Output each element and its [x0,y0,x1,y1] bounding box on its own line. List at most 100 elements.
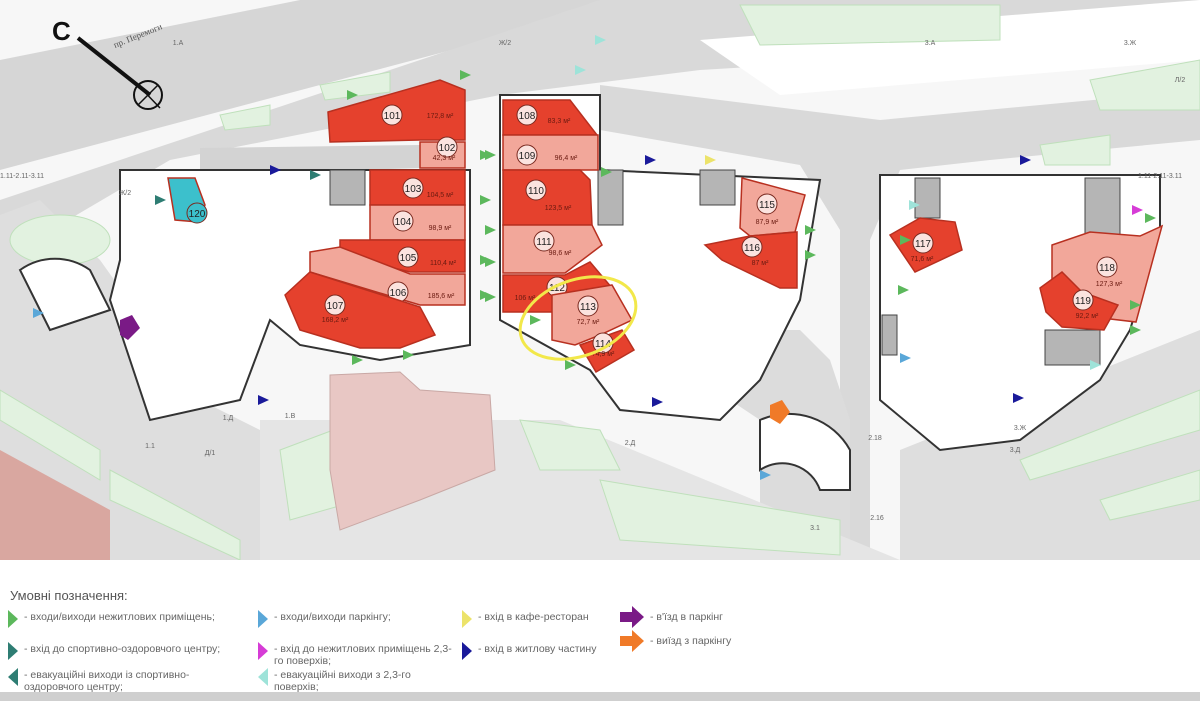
unit-101[interactable]: 101 172,8 м² [327,79,466,143]
unit-number: 101 [384,111,401,122]
legend-arrow-icon [258,642,268,660]
axis-label: 3.Ж [1014,425,1027,432]
unit-area: 172,8 м² [427,113,454,120]
legend-label: - вхід до спортивно-оздоровчого центру; [24,643,221,655]
axis-label: Ж/2 [119,190,131,197]
legend-title: Умовні позначення: [10,588,128,603]
unit-106[interactable]: 106 185,6 м² [309,246,466,306]
entrance-arrow-icon [1130,325,1141,335]
unit-number: 104 [395,217,412,228]
entrance-arrow-icon [760,470,771,480]
unit-area: 98,9 м² [429,225,452,232]
unit-number: 120 [189,209,206,220]
legend-arrow-icon [620,630,644,652]
entrance-arrow-icon [480,195,491,205]
compass-icon [133,80,163,110]
entrance-arrow-icon [1130,300,1141,310]
legend-item-upper-evac: - евакуаційні виходи з 2,3-го поверхів; [258,668,458,693]
unit-area: 185,6 м² [428,293,455,300]
entrance-arrow-icon [485,292,496,302]
unit-shape[interactable] [284,271,437,349]
unit-number-badge [912,232,934,254]
unit-area: ?4,9 м² [592,351,615,358]
entrance-arrow-icon [645,155,656,165]
entrance-arrow-icon [352,355,363,365]
legend-item-sport-entry: - вхід до спортивно-оздоровчого центру; [8,642,238,660]
axis-label: 1.В [285,413,296,420]
parking-exit-arrow-icon [770,400,790,424]
axis-label: 1.Д [223,415,234,422]
entrance-arrow-icon [900,235,911,245]
unit-104[interactable]: 104 98,9 м² [369,204,466,241]
unit-number: 110 [528,186,544,197]
entrance-arrow-icon [403,350,414,360]
entrance-arrow-icon [565,360,576,370]
unit-area: 96,4 м² [555,155,578,162]
legend-arrow-icon [258,668,268,686]
unit-number-badge [516,144,538,166]
unit-area: 71,6 м² [911,256,934,263]
compass: С [52,16,163,110]
unit-120[interactable]: 120 [167,177,208,224]
axis-label: 2.16 [870,515,884,522]
entrance-arrow-icon [530,315,541,325]
legend-label: - входи/виходи паркінгу; [274,611,391,623]
legend-arrow-icon [620,606,644,628]
axis-label: 2.Д [625,440,636,447]
legend-arrow-icon [462,642,472,660]
unit-area: 87,9 м² [756,219,779,226]
unit-shape[interactable] [502,169,593,226]
legend-item-parking-in: - в'їзд в паркінг [620,606,770,628]
unit-114[interactable]: 114?4,9 м² [578,329,636,374]
unit-number-badge [1096,256,1118,278]
unit-number: 105 [400,253,417,264]
axis-label: 3.А [925,40,936,47]
parking-entry-arrow-icon [120,315,140,340]
unit-area: 72,7 м² [577,319,600,326]
entrance-arrow-icon [270,165,281,175]
compass-label: С [52,16,71,46]
unit-number: 106 [390,288,407,299]
unit-110[interactable]: 110 123,5 м² [502,169,593,226]
legend-label: - виїзд з паркінгу [650,635,732,647]
legend-item-parking-entry: - входи/виходи паркінгу; [258,610,458,628]
unit-shape[interactable] [703,231,798,289]
unit-number: 108 [519,111,536,122]
entrance-arrow-icon [485,257,496,267]
unit-area: 123,5 м² [545,205,572,212]
legend-item-residential-entry: - вхід в житлову частину [462,642,612,660]
axis-label: 3.Ж [1124,40,1137,47]
unit-number-badge [381,104,403,126]
unit-shape[interactable] [369,204,466,241]
brick-area [0,450,110,560]
entrance-arrow-icon [575,65,586,75]
legend-label: - вхід до нежитлових приміщень 2,3-го по… [274,643,452,667]
unit-number-badge [397,246,419,268]
legend-arrow-icon [8,668,18,686]
pink-building [329,371,496,531]
unit-shape[interactable] [502,224,603,274]
entrance-arrow-icon [1090,360,1101,370]
legend-item-upper-entry: - вхід до нежитлових приміщень 2,3-го по… [258,642,458,667]
legend-label: - вхід в кафе-ресторан [478,611,589,623]
unit-area: 104,5 м² [427,192,454,199]
unit-number-badge [402,177,424,199]
legend-item-parking-out: - виїзд з паркінгу [620,630,770,652]
entrance-arrow-icon [485,150,496,160]
unit-area: 106 м² [515,295,536,302]
axis-label: 1.А [173,40,184,47]
axis-label: Л/2 [1175,77,1186,84]
entrance-arrow-icon [310,170,321,180]
